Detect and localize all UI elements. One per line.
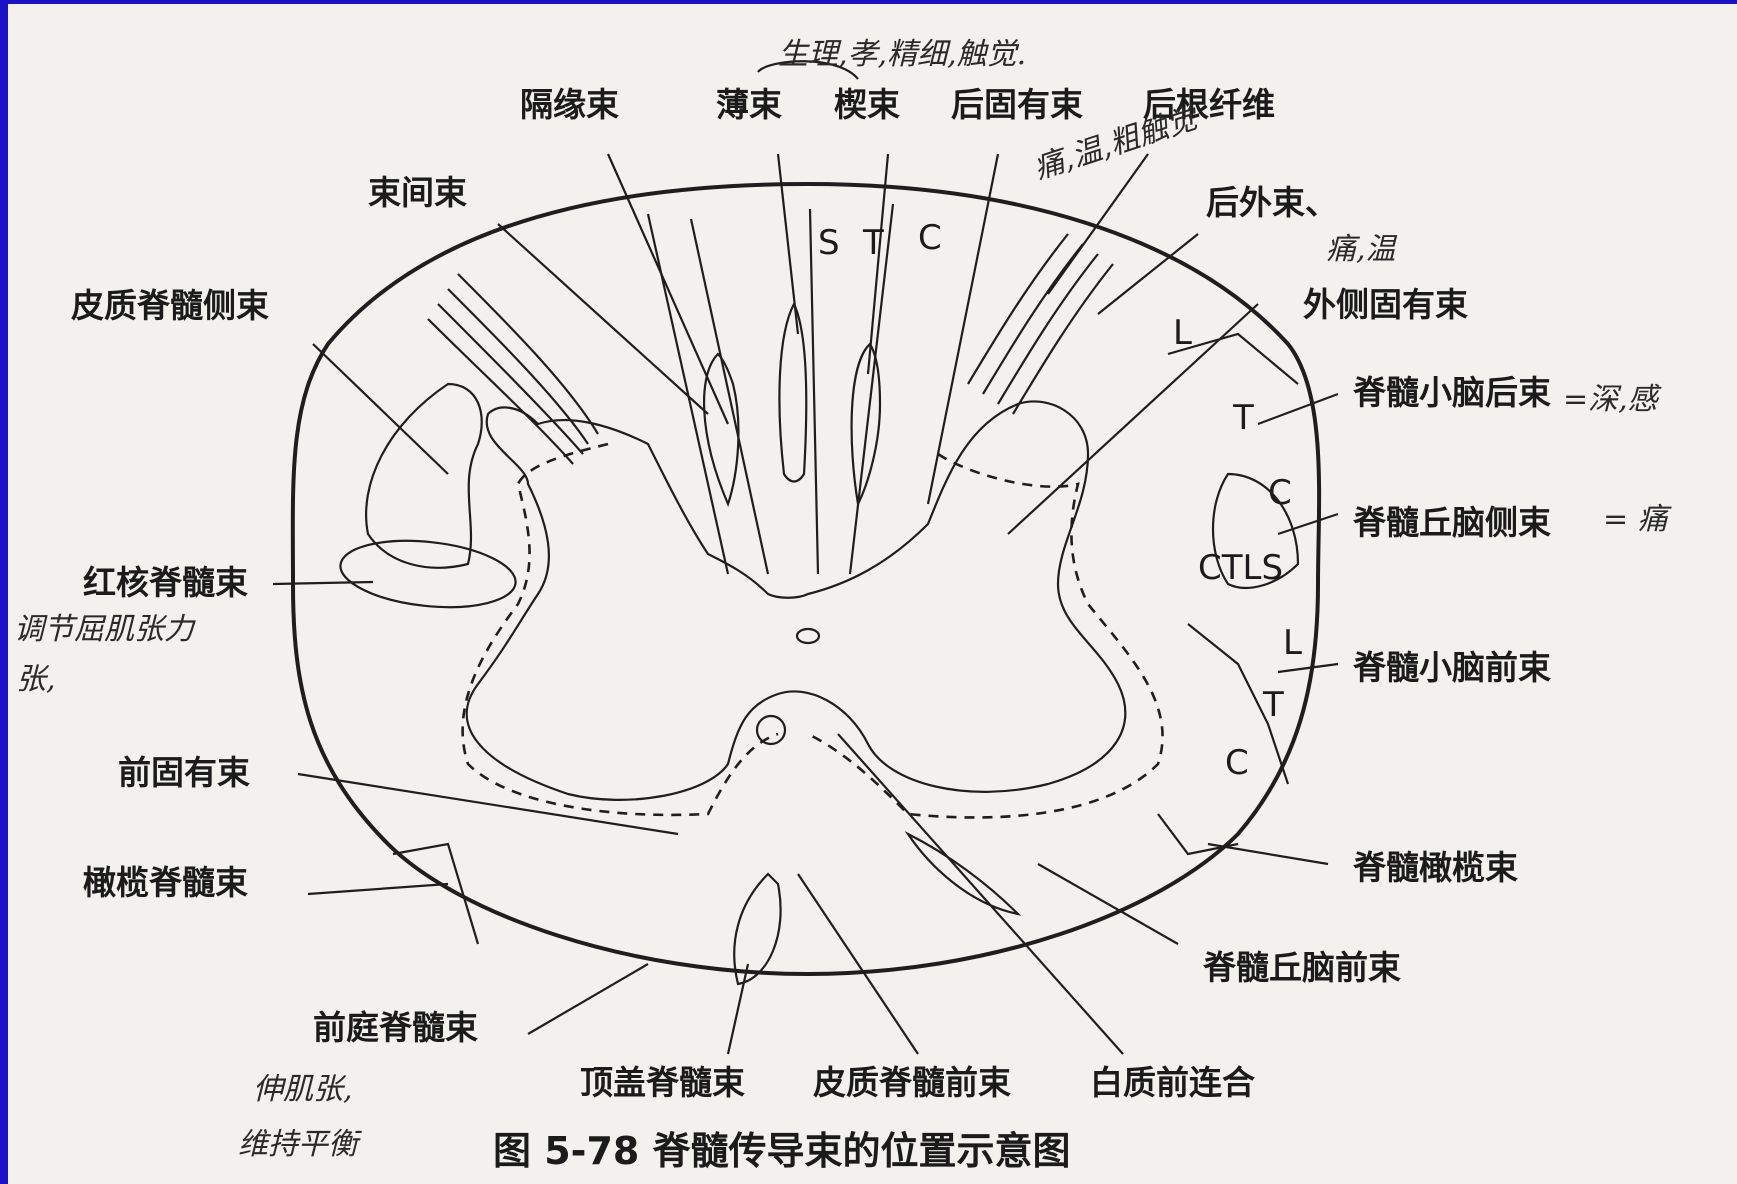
spinal-cord-tracts-diagram: S T C L T C CTLS L T C 隔缘束 薄束 楔束 后固有束 后根… [8,4,1737,1184]
handwriting-rubro-2: 张, [16,662,56,697]
label-cuneate: 楔束 [834,85,900,124]
label-lateral-proper: 外侧固有束 [1303,285,1468,324]
handwriting-dorsolat: 痛,温 [1326,232,1398,267]
letter-cuneate-c: C [918,218,942,258]
label-anterior-spinocerebellar: 脊髓小脑前束 [1353,648,1551,687]
label-posterior-proper: 后固有束 [951,85,1083,124]
label-tectospinal: 顶盖脊髓束 [580,1063,745,1102]
dashed-boundary-left [463,444,778,815]
letter-ant-c: C [1225,743,1249,783]
handwriting-top: 生理,孝,精细,触觉. [778,37,1026,72]
label-lateral-corticospinal: 皮质脊髓侧束 [71,286,269,325]
figure-caption: 图 5-78 脊髓传导束的位置示意图 [493,1129,1071,1173]
left-fan-lines [428,274,598,464]
handwriting-rubro-1: 调节屈肌张力 [14,612,196,647]
spinal-cord-outline [293,184,1319,974]
posterior-median-line-1 [691,219,768,574]
label-olivospinal: 橄榄脊髓束 [83,863,248,902]
label-anterior-white-commissure: 白质前连合 [1090,1063,1255,1102]
label-interfascicular: 束间束 [368,173,467,212]
tectospinal-shape [734,874,780,984]
label-rubrospinal: 红核脊髓束 [83,563,248,602]
label-anterior-spinothalamic: 脊髓丘脑前束 [1203,948,1401,987]
rubrospinal-ellipse [337,533,519,615]
handwriting-spinocereb-post: =深,感 [1563,382,1662,417]
letter-gracile-s: S [818,223,840,263]
figure-frame: S T C L T C CTLS L T C 隔缘束 薄束 楔束 后固有束 后根… [8,4,1737,1184]
label-posterior-spinocerebellar: 脊髓小脑后束 [1353,373,1551,412]
gracile-fasciculus-shape [779,304,806,482]
gray-matter-outline [467,401,1126,799]
letter-gracile-t: T [862,223,884,263]
label-lateral-spinothalamic: 脊髓丘脑侧束 [1353,503,1551,542]
label-anterior-corticospinal: 皮质脊髓前束 [813,1063,1011,1102]
letter-lat-l: L [1173,313,1192,353]
letter-lat-c: C [1268,473,1292,513]
letter-ctls: CTLS [1198,548,1283,588]
label-anterior-proper: 前固有束 [118,753,250,792]
label-dorsolateral: 后外束、 [1206,183,1338,222]
posterior-median-line-2 [810,209,818,574]
label-septomarginal: 隔缘束 [520,85,619,124]
handwriting-spinothal-lat: = 痛 [1603,502,1673,537]
dashed-boundary-right [808,454,1163,817]
letter-lat-t: T [1232,398,1254,438]
anterior-small-circle [757,716,785,744]
letter-ant-l: L [1283,623,1302,663]
right-fan-lines [968,234,1113,414]
handwriting-vestib-2: 维持平衡 [238,1127,362,1162]
letter-ant-t: T [1262,685,1284,725]
label-vestibulospinal: 前庭脊髓束 [313,1008,478,1047]
handwriting-vestib-1: 伸肌张, [253,1072,353,1107]
label-spino-olivary: 脊髓橄榄束 [1353,848,1518,887]
central-canal [797,629,819,643]
label-gracile: 薄束 [716,85,782,124]
cuneate-fasciculus-shape [852,344,880,504]
septomarginal-shape [704,354,738,504]
